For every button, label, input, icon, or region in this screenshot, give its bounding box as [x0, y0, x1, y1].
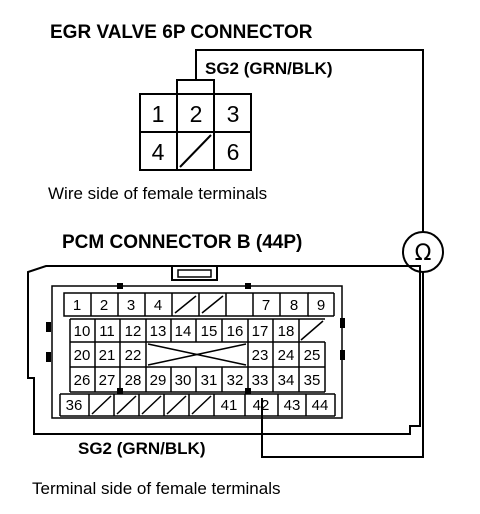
egr-blank-cavity	[179, 134, 212, 168]
pcm-pin-31: 31	[201, 372, 218, 389]
pcm-pin-34: 34	[278, 372, 295, 389]
pcm-pin-17: 17	[252, 323, 269, 340]
pcm-pin-24: 24	[278, 347, 295, 364]
pcm-pin-29: 29	[150, 372, 167, 389]
pcm-pin-1: 1	[73, 297, 81, 314]
pcm-row-1: 1 2 3 4 7 8 9	[63, 292, 335, 317]
pcm-pin-grid: 10 11 12 13 14 15 16 17 18 20 21 22 23 2…	[59, 318, 336, 417]
pcm-pin-27: 27	[99, 372, 116, 389]
pcm-blank-cavity	[141, 395, 162, 415]
pcm-blank-cavity	[191, 395, 212, 415]
egr-connector: 1 2 3 4 6	[139, 79, 252, 171]
pcm-lock-left-bottom	[46, 352, 51, 362]
pcm-pin-35: 35	[304, 372, 321, 389]
pcm-pin-15: 15	[201, 323, 218, 340]
pcm-pin-20: 20	[74, 347, 91, 364]
pcm-pin-14: 14	[175, 323, 192, 340]
pcm-lock-left-top	[46, 322, 51, 332]
egr-connector-title: EGR VALVE 6P CONNECTOR	[50, 22, 313, 43]
egr-pin-1: 1	[152, 101, 165, 127]
pcm-pin-25: 25	[304, 347, 321, 364]
pcm-connector-title: PCM CONNECTOR B (44P)	[62, 232, 302, 253]
test-leads	[195, 49, 424, 458]
pcm-pin-12: 12	[125, 323, 142, 340]
egr-pin-4: 4	[152, 139, 165, 165]
pcm-pin-28: 28	[125, 372, 142, 389]
pcm-blank-cavity	[201, 295, 224, 314]
pcm-pin-43: 43	[284, 397, 301, 414]
pcm-pin-3: 3	[127, 297, 135, 314]
pcm-pin-22: 22	[125, 347, 142, 364]
pcm-pin-23: 23	[252, 347, 269, 364]
pcm-lock-right-bottom	[340, 350, 345, 360]
pcm-pin-21: 21	[99, 347, 116, 364]
pcm-view-caption: Terminal side of female terminals	[32, 479, 280, 498]
pcm-blank-cavity	[166, 395, 187, 415]
egr-pin-6: 6	[227, 139, 240, 165]
egr-wire-label: SG2 (GRN/BLK)	[205, 59, 333, 78]
pcm-lock-right-top	[340, 318, 345, 328]
pcm-pin-33: 33	[252, 372, 269, 389]
pcm-pin-42-test-lead	[261, 272, 424, 458]
pcm-pin-2: 2	[100, 297, 108, 314]
pcm-pin-44: 44	[312, 397, 329, 414]
pcm-blank-cavity	[116, 395, 137, 415]
pcm-pin-32: 32	[227, 372, 244, 389]
pcm-pin-4: 4	[154, 297, 162, 314]
pcm-pin-13: 13	[150, 323, 167, 340]
pcm-wire-label: SG2 (GRN/BLK)	[78, 439, 206, 458]
egr-connector-key-tab	[176, 79, 215, 95]
pcm-pin-26: 26	[74, 372, 91, 389]
ohm-symbol: Ω	[415, 241, 432, 266]
ohmmeter-icon: Ω	[402, 231, 444, 273]
pcm-pin-16: 16	[227, 323, 244, 340]
pcm-pin-11: 11	[99, 323, 115, 340]
pcm-pin-36: 36	[66, 397, 83, 414]
pcm-connector-latch	[171, 265, 218, 281]
pcm-pin-18: 18	[278, 323, 295, 340]
egr-pin-3: 3	[227, 101, 240, 127]
egr-pin-2: 2	[190, 101, 203, 127]
pcm-blank-cavity	[91, 395, 112, 415]
pcm-pin-9: 9	[317, 297, 325, 314]
pcm-pin-8: 8	[290, 297, 298, 314]
pcm-pin-7: 7	[262, 297, 270, 314]
pcm-pin-41: 41	[221, 397, 238, 414]
egr-view-caption: Wire side of female terminals	[48, 184, 267, 203]
pcm-connector: 1 2 3 4 7 8 9	[27, 265, 421, 435]
egr-pin-2-test-lead	[195, 49, 424, 232]
pcm-blank-cavity	[174, 295, 197, 314]
pcm-connector-housing	[27, 265, 421, 435]
pcm-blank-cavity	[300, 320, 324, 341]
pcm-pin-42: 42	[253, 397, 270, 414]
pcm-pin-10: 10	[74, 323, 91, 340]
pcm-pin-30: 30	[175, 372, 192, 389]
